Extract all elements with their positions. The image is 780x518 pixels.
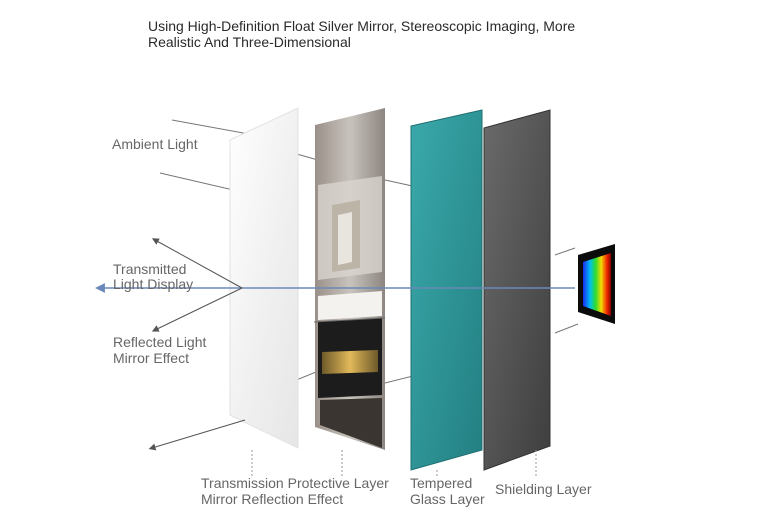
label-transmission-line-1: Transmission Protective Layer <box>201 475 389 491</box>
reflected-arrow-bottom <box>148 419 246 451</box>
label-transmitted-line-1: Transmitted <box>113 261 187 277</box>
shielding-layer <box>483 109 551 471</box>
label-reflected-line-2: Mirror Effect <box>113 350 189 366</box>
reflected-arrow-down <box>151 287 243 332</box>
label-shielding-layer: Shielding Layer <box>495 481 592 497</box>
label-transmitted-light: Transmitted Light Display <box>113 262 193 292</box>
reflected-arrow-up <box>151 238 243 289</box>
ray-arrows <box>95 238 575 451</box>
label-tempered-line-1: Tempered <box>410 475 473 491</box>
title-line-2: Realistic And Three-Dimensional <box>148 34 351 50</box>
label-transmission-layer: Transmission Protective Layer Mirror Ref… <box>201 475 389 507</box>
label-tempered-line-2: Glass Layer <box>410 491 485 507</box>
mirror-reflection-panel <box>313 108 386 450</box>
label-leaders <box>251 450 537 478</box>
title-line-1: Using High-Definition Float Silver Mirro… <box>148 18 576 34</box>
label-transmission-line-2: Mirror Reflection Effect <box>201 491 344 507</box>
label-tempered-glass: Tempered Glass Layer <box>410 475 485 507</box>
label-reflected-light: Reflected Light Mirror Effect <box>113 334 206 366</box>
light-source <box>578 244 615 324</box>
label-transmitted-line-2: Light Display <box>113 276 194 292</box>
transmission-protective-layer <box>229 107 299 449</box>
tempered-glass-layer <box>410 109 483 471</box>
label-ambient-light: Ambient Light <box>112 136 198 152</box>
label-reflected-line-1: Reflected Light <box>113 334 207 350</box>
diagram-title: Using High-Definition Float Silver Mirro… <box>148 18 618 50</box>
